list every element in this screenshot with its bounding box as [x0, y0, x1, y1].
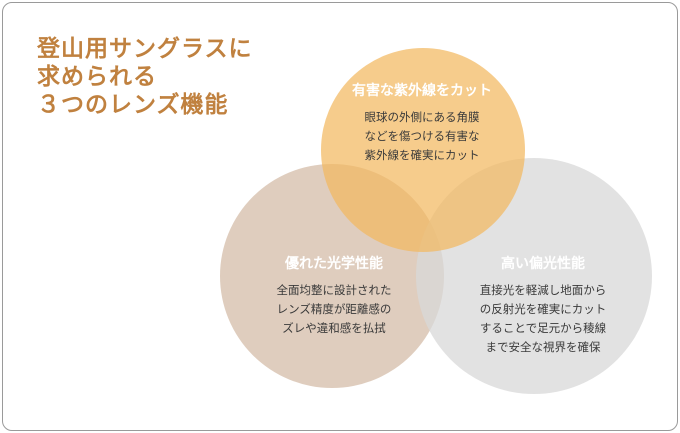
uv-cut-heading: 有害な紫外線をカット [352, 83, 492, 99]
title-line-1: 登山用サングラスに [37, 36, 253, 62]
optical-performance-label: 優れた光学性能 全面均整に設計された レンズ精度が距離感の ズレや違和感を払拭 [246, 255, 422, 338]
venn-circle-uv [321, 48, 525, 252]
polarization-heading: 高い偏光性能 [501, 256, 585, 272]
diagram-title: 登山用サングラスに 求められる ３つのレンズ機能 [37, 35, 253, 119]
uv-cut-description: 眼球の外側にある角膜 などを傷つける有害な 紫外線を確実にカット [364, 110, 480, 162]
optical-performance-heading: 優れた光学性能 [285, 256, 383, 272]
polarization-label: 高い偏光性能 直接光を軽減し地面から の反射光を確実にカット することで足元から… [443, 255, 643, 357]
title-line-3: ３つのレンズ機能 [37, 92, 229, 118]
polarization-description: 直接光を軽減し地面から の反射光を確実にカット することで足元から稜線 まで安全… [479, 283, 607, 354]
title-line-2: 求められる [37, 64, 157, 90]
uv-cut-label: 有害な紫外線をカット 眼球の外側にある角膜 などを傷つける有害な 紫外線を確実に… [330, 82, 514, 165]
optical-performance-description: 全面均整に設計された レンズ精度が距離感の ズレや違和感を払拭 [276, 283, 392, 335]
